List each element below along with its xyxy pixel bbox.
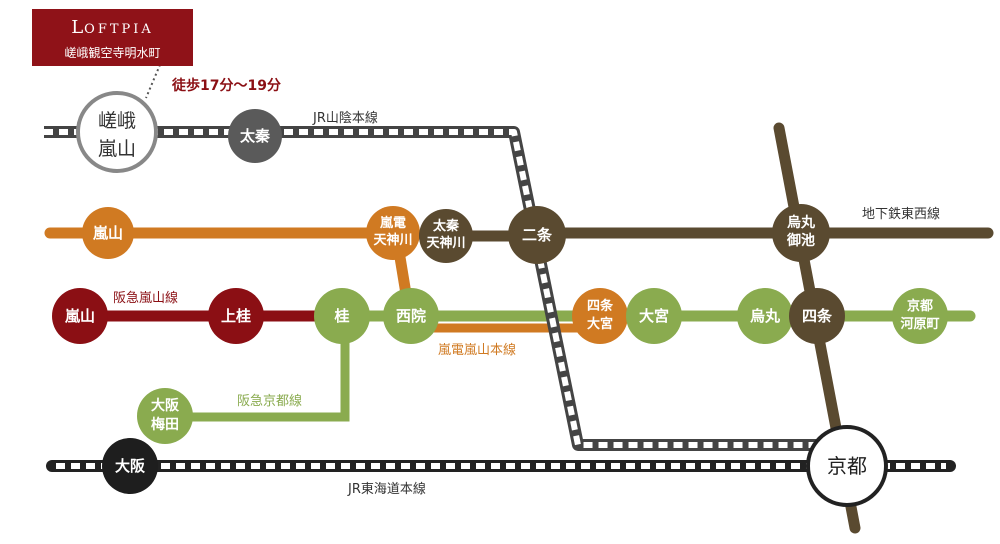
station-nijo[interactable]: 二条	[508, 206, 566, 264]
svg-text:嵐山: 嵐山	[98, 138, 136, 160]
hankyu-kyoto-line-south	[165, 316, 350, 422]
svg-text:烏丸: 烏丸	[750, 307, 781, 325]
station-kamikatsura[interactable]: 上桂	[208, 288, 264, 344]
svg-text:上桂: 上桂	[221, 307, 251, 325]
station-saga-arashiyama[interactable]: 嵯峨 嵐山	[76, 91, 158, 173]
station-shijo-omiya[interactable]: 四条 大宮	[572, 288, 628, 344]
svg-text:梅田: 梅田	[151, 416, 179, 433]
svg-text:嵐山: 嵐山	[64, 307, 95, 325]
svg-text:桂: 桂	[333, 307, 349, 325]
station-kyoto[interactable]: 京都	[806, 425, 888, 507]
svg-text:太秦: 太秦	[240, 127, 271, 145]
walk-time: 徒歩17分〜19分	[171, 77, 281, 94]
station-shijo[interactable]: 四条	[789, 288, 845, 344]
station-karasuma[interactable]: 烏丸	[737, 288, 793, 344]
svg-text:河原町: 河原町	[900, 316, 939, 332]
svg-text:嵐山: 嵐山	[92, 224, 123, 242]
svg-text:大阪: 大阪	[115, 457, 146, 475]
brand-logo: LOFTPIA	[71, 17, 154, 38]
svg-text:嵯峨: 嵯峨	[98, 110, 136, 132]
svg-text:大阪: 大阪	[151, 397, 180, 414]
station-randen-tenjingawa[interactable]: 嵐電 天神川	[366, 206, 420, 260]
svg-text:大宮: 大宮	[639, 307, 669, 325]
svg-text:天神川: 天神川	[373, 232, 412, 248]
svg-text:烏丸: 烏丸	[787, 214, 816, 231]
label-jr-sanin: JR山陰本線	[312, 110, 378, 126]
station-uzumasa[interactable]: 太秦	[228, 109, 282, 163]
station-hankyu-arashiyama[interactable]: 嵐山	[52, 288, 108, 344]
label-tozai: 地下鉄東西線	[862, 206, 940, 222]
svg-text:天神川: 天神川	[426, 235, 465, 251]
property-box[interactable]: LOFTPIA 嵯峨観空寺明水町	[32, 9, 193, 66]
svg-text:四条: 四条	[802, 307, 833, 325]
station-osaka-umeda[interactable]: 大阪 梅田	[137, 388, 193, 444]
property-subtitle: 嵯峨観空寺明水町	[64, 46, 161, 60]
svg-text:西院: 西院	[396, 307, 426, 325]
svg-text:大宮: 大宮	[587, 316, 613, 332]
svg-text:太秦: 太秦	[432, 218, 460, 234]
station-karasuma-oike[interactable]: 烏丸 御池	[772, 204, 830, 262]
label-randen: 嵐電嵐山本線	[438, 342, 516, 358]
svg-text:二条: 二条	[522, 226, 553, 244]
station-osaka[interactable]: 大阪	[102, 438, 158, 494]
station-katsura[interactable]: 桂	[314, 288, 370, 344]
label-hankyu-kyoto: 阪急京都線	[237, 393, 302, 409]
station-omiya[interactable]: 大宮	[626, 288, 682, 344]
station-kyoto-kawaramachi[interactable]: 京都 河原町	[892, 288, 948, 344]
svg-text:京都: 京都	[907, 298, 933, 314]
svg-text:御池: 御池	[786, 232, 815, 249]
station-randen-arashiyama[interactable]: 嵐山	[82, 207, 134, 259]
label-jr-tokaido: JR東海道本線	[347, 481, 426, 497]
property-leader-line	[145, 59, 163, 99]
station-saiin[interactable]: 西院	[383, 288, 439, 344]
station-uzumasa-tenjingawa[interactable]: 太秦 天神川	[419, 209, 473, 263]
label-hankyu-arashiyama: 阪急嵐山線	[113, 290, 178, 306]
svg-text:京都: 京都	[827, 454, 867, 478]
svg-text:四条: 四条	[587, 298, 614, 314]
svg-text:嵐電: 嵐電	[379, 215, 406, 231]
jr-sanin-line-ties	[44, 129, 835, 448]
